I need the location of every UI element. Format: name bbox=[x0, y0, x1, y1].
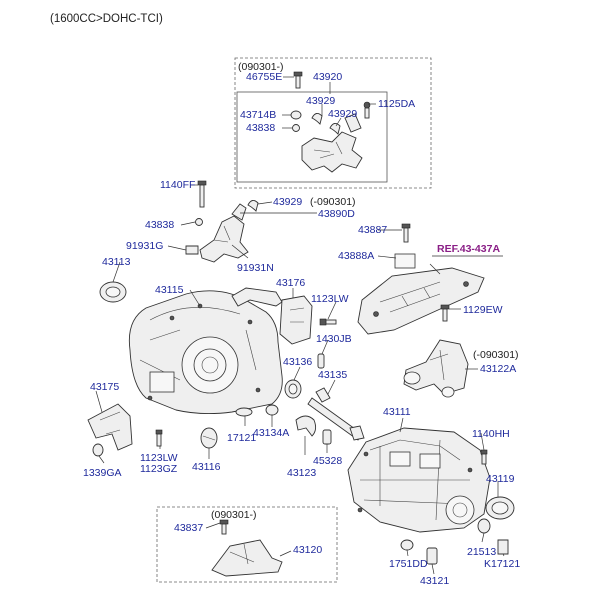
label-1339ga: 1339GA bbox=[83, 467, 122, 479]
clip-43929-fork-part bbox=[247, 200, 259, 212]
oil-seal-43119-part bbox=[485, 496, 515, 520]
label-k17121: K17121 bbox=[484, 558, 520, 570]
label-43890d: 43890D bbox=[318, 208, 355, 220]
bracket-43890d-part bbox=[199, 203, 249, 263]
lever-arm-part bbox=[344, 113, 362, 133]
bracket-date-code: (-090301) bbox=[473, 349, 519, 361]
nut-43838-fork-part bbox=[195, 218, 203, 226]
label-43123: 43123 bbox=[287, 467, 316, 479]
clip-43929-upper-part bbox=[311, 113, 323, 125]
bolt-1140ff-part bbox=[197, 180, 207, 208]
label-43113: 43113 bbox=[102, 256, 131, 268]
bracket-43122a-part bbox=[403, 339, 469, 398]
oil-seal-43113-part bbox=[99, 281, 127, 303]
seal-43136-part bbox=[284, 379, 302, 399]
gasket-17121-part bbox=[235, 407, 253, 417]
dashed-detail-frame bbox=[234, 57, 432, 189]
case-pad-part bbox=[389, 451, 411, 467]
washer-1751dd-part bbox=[400, 539, 414, 551]
shift-lever-assembly-part bbox=[301, 131, 363, 173]
label-1129ew: 1129EW bbox=[463, 304, 503, 316]
bolt-46755e-part bbox=[293, 71, 303, 89]
cover-43888a-part bbox=[394, 253, 416, 269]
drain-plug-21513-part bbox=[477, 518, 491, 534]
fork-date-code: (-090301) bbox=[310, 196, 356, 208]
leader-lines bbox=[95, 76, 505, 575]
inner-detail-frame bbox=[236, 91, 388, 183]
nut-43838-part bbox=[292, 124, 300, 132]
bolt-1140hh-part bbox=[480, 449, 488, 465]
plug-1339ga-part bbox=[92, 443, 104, 457]
label-1125da: 1125DA bbox=[378, 98, 415, 110]
bolt-1129ew-part bbox=[440, 304, 450, 322]
label-91931g: 91931G bbox=[126, 240, 163, 252]
label-43116: 43116 bbox=[192, 461, 221, 473]
label-91931n: 91931N bbox=[237, 262, 274, 274]
pin-91931g-part bbox=[185, 245, 199, 255]
transaxle-case-43111-part bbox=[347, 427, 491, 533]
bolt-1123lw-upper-part bbox=[319, 318, 337, 326]
label-43121: 43121 bbox=[420, 575, 449, 587]
label-1751dd: 1751DD bbox=[389, 558, 428, 570]
label-43887: 43887 bbox=[358, 224, 387, 236]
bolt-1123lw-lower-part bbox=[155, 429, 163, 447]
label-43175: 43175 bbox=[90, 381, 119, 393]
fork-43123-part bbox=[295, 415, 317, 437]
label-43134a: 43134A bbox=[253, 427, 289, 439]
bracket-43176-part bbox=[231, 287, 313, 345]
label-17121: 17121 bbox=[227, 432, 256, 444]
label-1123lw-upper: 1123LW bbox=[311, 293, 349, 305]
shift-control-43888a-part bbox=[357, 253, 485, 335]
bolt-43837-part bbox=[219, 519, 229, 535]
plate-43116-part bbox=[200, 427, 218, 449]
bolt-43887-part bbox=[401, 223, 411, 243]
label-43920: 43920 bbox=[313, 71, 342, 83]
plug-43121-part bbox=[426, 547, 438, 565]
label-43837: 43837 bbox=[174, 522, 203, 534]
plug-k17121-part bbox=[497, 539, 509, 555]
label-1430jb: 1430JB bbox=[316, 333, 352, 345]
bracket-43175-part bbox=[87, 403, 133, 451]
shift-rail-43135-part bbox=[307, 387, 365, 441]
label-1123lw-lower: 1123LW bbox=[140, 452, 178, 464]
label-45328: 45328 bbox=[313, 455, 342, 467]
seal-43134a-part bbox=[265, 404, 279, 416]
bolt-1125da-part bbox=[363, 101, 371, 119]
label-1140ff: 1140FF bbox=[160, 179, 195, 191]
label-43115: 43115 bbox=[155, 284, 184, 296]
pin-1430jb-part bbox=[317, 353, 325, 369]
label-43120: 43120 bbox=[293, 544, 322, 556]
bottom-box-date-code: (090301-) bbox=[211, 509, 257, 521]
label-43136: 43136 bbox=[283, 356, 312, 368]
label-43929-fork: 43929 bbox=[273, 196, 302, 208]
mount-detail-box: (090301-) bbox=[156, 506, 338, 583]
bushing-43714b-part bbox=[290, 110, 302, 120]
label-43714b: 43714B bbox=[240, 109, 276, 121]
label-21513: 21513 bbox=[467, 546, 496, 558]
label-43838-fork: 43838 bbox=[145, 219, 174, 231]
housing-window-part bbox=[149, 371, 175, 393]
clip-43929-lower-part bbox=[329, 123, 341, 135]
transaxle-housing-43115-part bbox=[128, 290, 283, 415]
bottom-dashed-frame bbox=[156, 506, 338, 583]
label-1140hh: 1140HH bbox=[472, 428, 510, 440]
top-box-date-code: (090301-) bbox=[238, 61, 284, 73]
label-43135: 43135 bbox=[318, 369, 347, 381]
reference-label: REF.43-437A bbox=[437, 243, 500, 255]
label-46755e: 46755E bbox=[246, 71, 282, 83]
part-number-labels: 46755E 43920 43929 1125DA 43714B 43929 4… bbox=[83, 71, 520, 587]
label-43888a: 43888A bbox=[338, 250, 374, 262]
plug-45328-part bbox=[322, 429, 332, 445]
model-spec-header: (1600CC>DOHC-TCI) bbox=[50, 13, 163, 25]
label-43122a: 43122A bbox=[480, 363, 516, 375]
label-1123gz: 1123GZ bbox=[140, 463, 178, 475]
label-43929-top: 43929 bbox=[306, 95, 335, 107]
label-43111: 43111 bbox=[383, 406, 411, 418]
label-43119: 43119 bbox=[486, 473, 515, 485]
label-43929-mid: 43929 bbox=[328, 108, 357, 120]
label-43176: 43176 bbox=[276, 277, 305, 289]
shift-fork-detail-box: (090301-) bbox=[234, 57, 432, 189]
label-43838-top: 43838 bbox=[246, 122, 275, 134]
